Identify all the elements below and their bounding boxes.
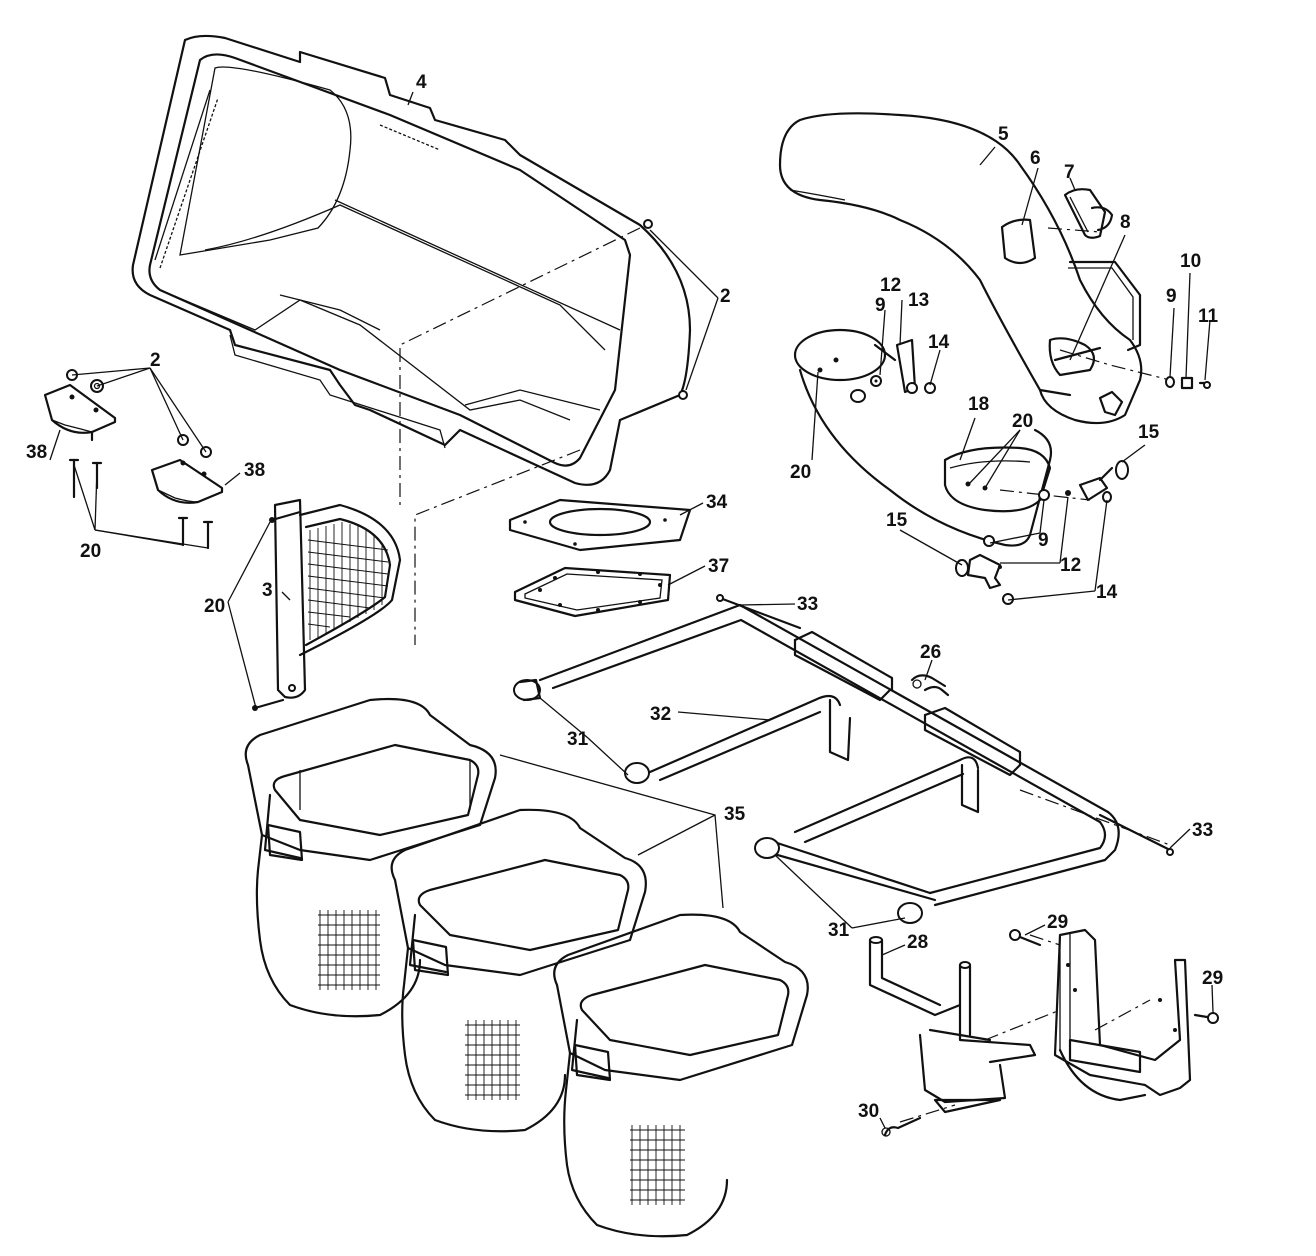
callout-15-right: 15 (1138, 422, 1160, 443)
pin-hardware (1165, 376, 1211, 390)
mounting-plate (508, 498, 692, 552)
callout-35: 35 (724, 804, 746, 825)
callout-30: 30 (858, 1101, 879, 1122)
callout-9-right: 9 (1166, 286, 1177, 307)
callout-14-top: 14 (928, 332, 950, 353)
support-frame (538, 603, 1120, 907)
callout-38-left: 38 (26, 442, 47, 463)
adapter-hardware-top (817, 338, 988, 491)
callout-8: 8 (1120, 212, 1131, 233)
hairpin-clip (910, 674, 950, 697)
chute-knob (1098, 390, 1124, 417)
mounting-plate-right (1053, 928, 1192, 1102)
callout-10: 10 (1180, 251, 1201, 272)
screen-deflector (273, 498, 402, 699)
frame-rollers (513, 678, 923, 924)
callout-9-bottom: 9 (1038, 530, 1049, 551)
callout-6: 6 (1030, 148, 1041, 169)
callout-11: 11 (1198, 306, 1219, 327)
chute-handle-bar (1048, 260, 1142, 377)
callout-29-left: 29 (1047, 912, 1068, 933)
callout-34: 34 (706, 492, 728, 513)
bag-3 (553, 913, 809, 1238)
callout-2-lid: 2 (720, 286, 731, 307)
callout-12-bottom: 12 (1060, 555, 1081, 576)
hitch-pins (1009, 929, 1219, 1024)
callout-31-left: 31 (567, 729, 589, 750)
callout-32: 32 (650, 704, 671, 725)
callout-29-right: 29 (1202, 968, 1223, 989)
callout-18: 18 (968, 394, 989, 415)
callout-33-top: 33 (797, 594, 818, 615)
bag-1 (244, 697, 497, 1018)
callout-14-bottom: 14 (1096, 582, 1118, 603)
callout-15-left: 15 (886, 510, 908, 531)
callout-26: 26 (920, 642, 941, 663)
callout-33-right: 33 (1192, 820, 1213, 841)
screen-mesh (307, 522, 389, 640)
bag-1-mesh (318, 910, 380, 990)
chute-clip (1000, 218, 1037, 265)
frame-axle-bolts (716, 594, 1174, 856)
screen-bolts (252, 510, 302, 711)
callout-12-top: 12 (880, 275, 901, 296)
assembly-lines (399, 227, 1171, 1123)
bracket-left (43, 369, 117, 442)
callout-9-top: 9 (875, 295, 886, 316)
callout-20-chute: 20 (790, 462, 811, 483)
gasket (513, 566, 672, 618)
callout-4: 4 (416, 72, 427, 93)
bracket-right (150, 434, 224, 504)
lid-fasteners (643, 219, 688, 400)
callout-13: 13 (908, 290, 929, 311)
callout-7: 7 (1064, 162, 1075, 183)
adapter-hardware-bottom (955, 460, 1129, 605)
hitch-bracket (868, 936, 1037, 1114)
bag-2-mesh (465, 1020, 520, 1100)
callout-20-adapter: 20 (1012, 411, 1033, 432)
bag-2 (390, 808, 647, 1133)
handle-latch (1063, 188, 1114, 239)
leader-lines (49, 91, 1214, 1129)
callout-38-right: 38 (244, 460, 265, 481)
callout-3: 3 (262, 580, 273, 601)
bracket-bolts (68, 458, 214, 550)
callout-37: 37 (708, 556, 729, 577)
bag-3-mesh (630, 1125, 685, 1205)
bag-lid-frame (131, 34, 692, 486)
callout-labels: 4 2 2 38 38 20 20 3 5 6 7 8 10 9 11 12 9… (26, 72, 1223, 1122)
discharge-chute (778, 112, 1143, 425)
callout-20-screen: 20 (204, 596, 225, 617)
callout-31-right: 31 (828, 920, 850, 941)
callout-28: 28 (907, 932, 928, 953)
callout-2-brackets: 2 (150, 350, 161, 371)
callout-20-brackets: 20 (80, 541, 101, 562)
chute-adapter (793, 328, 1053, 547)
hairpin-30 (881, 1116, 922, 1137)
callout-5: 5 (998, 124, 1009, 145)
